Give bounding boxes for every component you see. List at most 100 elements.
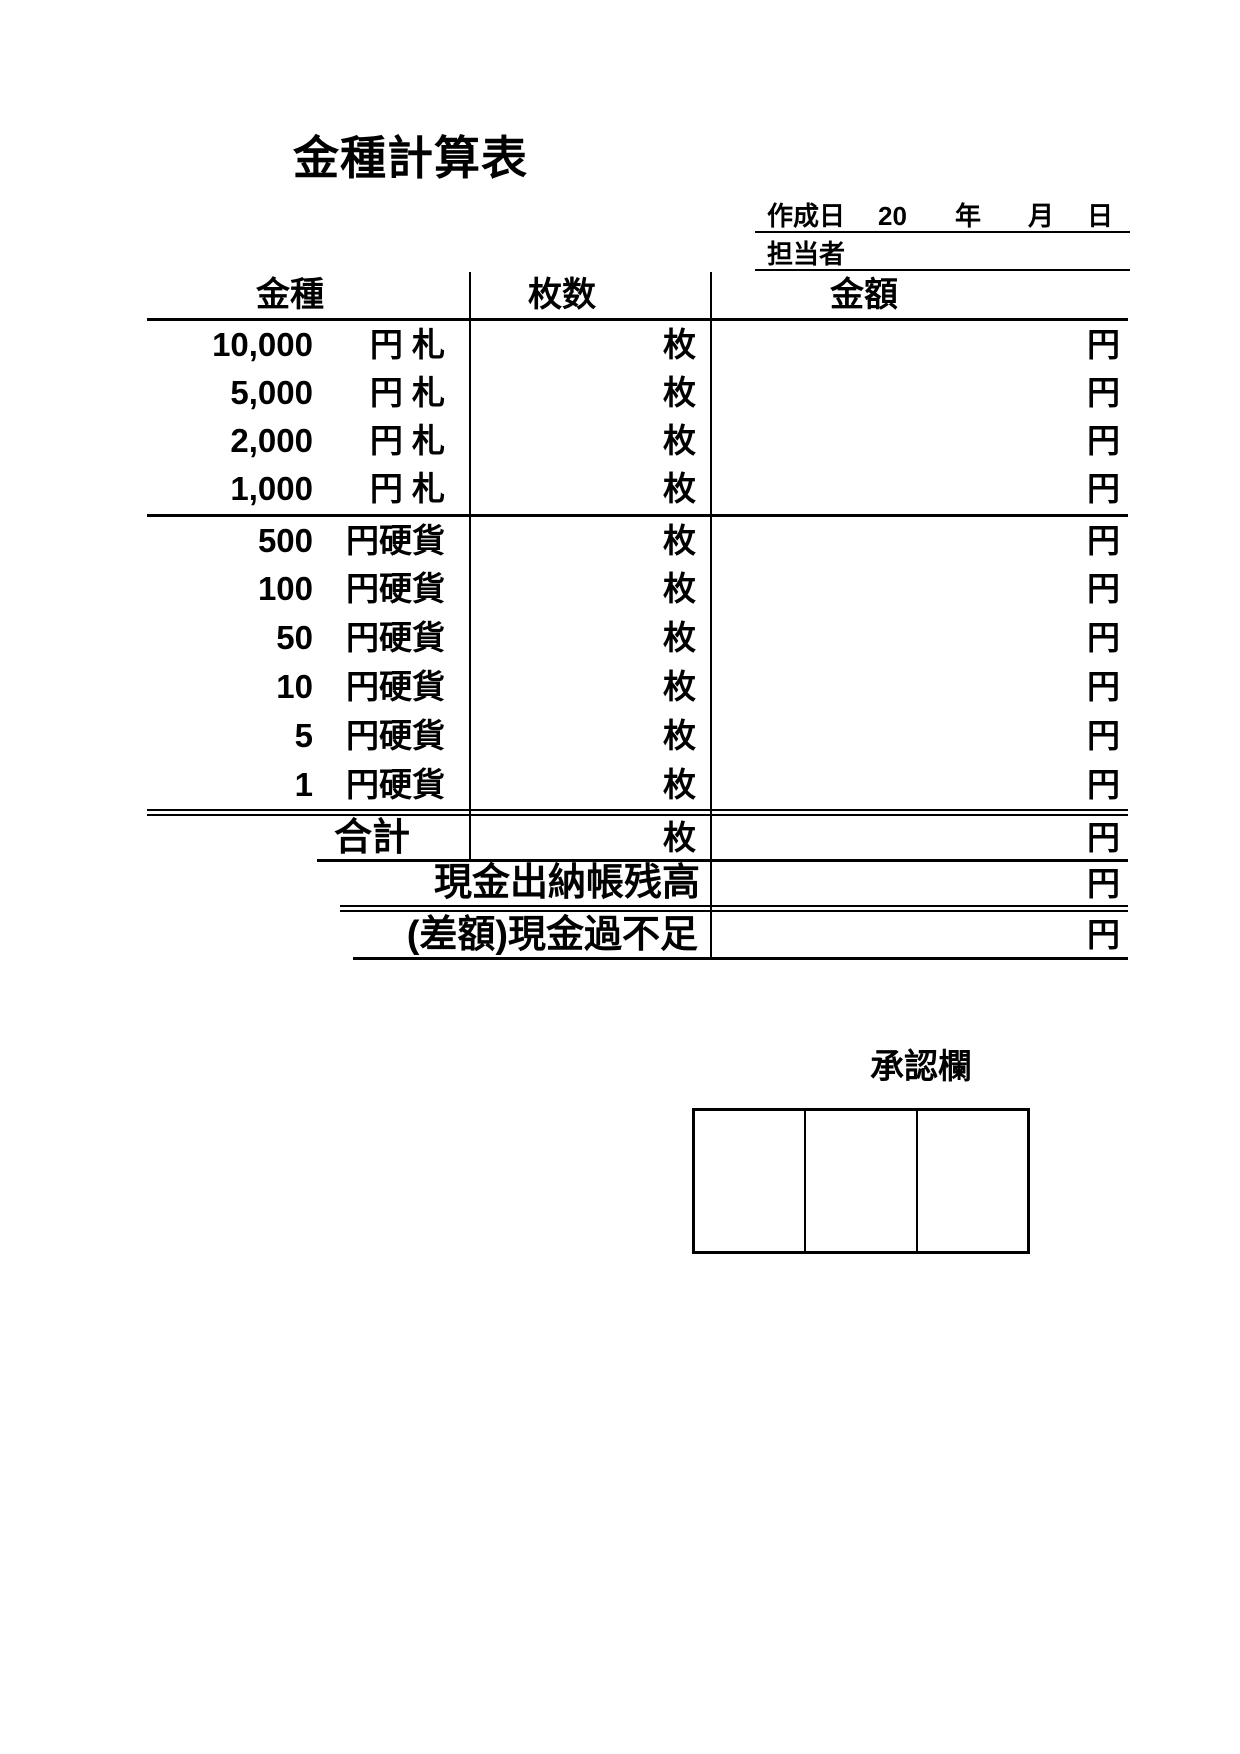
kind-count-divider: [469, 272, 471, 862]
yen-unit-label: 円: [1087, 422, 1120, 459]
denomination-value: 1: [294, 766, 313, 803]
created-date-label: 作成日: [767, 201, 846, 231]
count-unit-label: 枚: [663, 470, 696, 507]
difference-amount-cell[interactable]: 円: [711, 913, 1128, 957]
amount-input-cell[interactable]: 円: [711, 663, 1128, 711]
table-row-5000: 5,000 円 札 枚 円: [147, 369, 1128, 417]
table-row-5: 5 円硬貨 枚 円: [147, 712, 1128, 760]
balance-label: 現金出納帳残高: [433, 862, 700, 904]
count-unit-label: 枚: [663, 374, 696, 411]
column-header-count: 枚数: [528, 276, 596, 314]
denomination-unit: 円 札: [369, 326, 445, 363]
total-bottom-rule: [317, 859, 1128, 862]
count-input-cell[interactable]: 枚: [470, 517, 710, 565]
total-row: 合計 枚 円: [147, 816, 1128, 860]
page-title: 金種計算表: [293, 132, 528, 184]
count-unit-label: 枚: [663, 766, 696, 803]
yen-unit-label: 円: [1087, 766, 1120, 803]
denomination-value: 5,000: [230, 374, 313, 411]
count-unit-label: 枚: [663, 819, 696, 856]
count-input-cell[interactable]: 枚: [470, 465, 710, 513]
denomination-value: 10,000: [212, 326, 313, 363]
denomination-unit: 円硬貨: [346, 522, 445, 559]
table-row-100: 100 円硬貨 枚 円: [147, 565, 1128, 613]
denomination-unit: 円硬貨: [346, 717, 445, 754]
difference-bottom-rule: [353, 957, 1128, 960]
count-input-cell[interactable]: 枚: [470, 712, 710, 760]
amount-input-cell[interactable]: 円: [711, 417, 1128, 465]
approval-cell-3[interactable]: [918, 1111, 1027, 1251]
total-amount-cell[interactable]: 円: [711, 816, 1128, 860]
balance-double-rule-bottom: [340, 910, 1128, 912]
column-header-kind: 金種: [256, 276, 324, 314]
column-header-amount: 金額: [830, 276, 898, 314]
amount-input-cell[interactable]: 円: [711, 321, 1128, 369]
count-input-cell[interactable]: 枚: [470, 369, 710, 417]
denomination-value: 1,000: [230, 470, 313, 507]
denomination-value: 50: [276, 619, 313, 656]
table-row-50: 50 円硬貨 枚 円: [147, 614, 1128, 662]
count-input-cell[interactable]: 枚: [470, 417, 710, 465]
yen-unit-label: 円: [1087, 819, 1120, 856]
count-input-cell[interactable]: 枚: [470, 760, 710, 809]
amount-input-cell[interactable]: 円: [711, 760, 1128, 809]
approval-section-title: 承認欄: [870, 1048, 972, 1086]
yen-unit-label: 円: [1087, 717, 1120, 754]
bills-coins-separator: [147, 514, 1128, 517]
yen-unit-label: 円: [1087, 326, 1120, 363]
denomination-unit: 円 札: [369, 374, 445, 411]
amount-input-cell[interactable]: 円: [711, 465, 1128, 513]
table-row-1: 1 円硬貨 枚 円: [147, 760, 1128, 809]
denomination-value: 500: [257, 522, 313, 559]
count-input-cell[interactable]: 枚: [470, 663, 710, 711]
count-input-cell[interactable]: 枚: [470, 614, 710, 662]
denomination-unit: 円 札: [369, 422, 445, 459]
yen-unit-label: 円: [1087, 865, 1120, 902]
count-input-cell[interactable]: 枚: [470, 565, 710, 613]
count-unit-label: 枚: [663, 570, 696, 607]
count-unit-label: 枚: [663, 422, 696, 459]
denomination-unit: 円硬貨: [346, 766, 445, 803]
year-suffix-label: 年: [955, 201, 982, 231]
yen-unit-label: 円: [1087, 570, 1120, 607]
table-row-1000: 1,000 円 札 枚 円: [147, 465, 1128, 513]
difference-row: (差額)現金過不足 円: [147, 913, 1128, 957]
month-suffix-label: 月: [1028, 201, 1055, 231]
table-row-500: 500 円硬貨 枚 円: [147, 517, 1128, 565]
yen-unit-label: 円: [1087, 668, 1120, 705]
person-label: 担当者: [767, 239, 846, 269]
yen-unit-label: 円: [1087, 916, 1120, 953]
denomination-value: 2,000: [230, 422, 313, 459]
amount-input-cell[interactable]: 円: [711, 517, 1128, 565]
table-row-10000: 10,000 円 札 枚 円: [147, 321, 1128, 369]
total-label: 合計: [333, 817, 410, 859]
denomination-value: 5: [294, 717, 313, 754]
total-double-rule-top: [147, 809, 1128, 811]
count-input-cell[interactable]: 枚: [470, 321, 710, 369]
count-unit-label: 枚: [663, 522, 696, 559]
balance-row: 現金出納帳残高 円: [147, 862, 1128, 905]
approval-cell-2[interactable]: [806, 1111, 918, 1251]
denomination-unit: 円硬貨: [346, 619, 445, 656]
header-rule: [147, 318, 1128, 321]
approval-cell-1[interactable]: [695, 1111, 807, 1251]
denomination-unit: 円 札: [369, 470, 445, 507]
yen-unit-label: 円: [1087, 522, 1120, 559]
count-unit-label: 枚: [663, 326, 696, 363]
total-count-cell[interactable]: 枚: [470, 816, 710, 860]
balance-amount-cell[interactable]: 円: [711, 862, 1128, 905]
denomination-value: 100: [257, 570, 313, 607]
amount-input-cell[interactable]: 円: [711, 712, 1128, 760]
total-double-rule-bottom: [147, 814, 1128, 816]
created-date-row: 作成日 20 年 月 日: [0, 200, 1240, 232]
amount-input-cell[interactable]: 円: [711, 614, 1128, 662]
denomination-unit: 円硬貨: [346, 668, 445, 705]
approval-box: [692, 1108, 1030, 1254]
balance-double-rule-top: [340, 905, 1128, 907]
count-unit-label: 枚: [663, 717, 696, 754]
person-row: 担当者: [0, 238, 1240, 270]
amount-input-cell[interactable]: 円: [711, 565, 1128, 613]
denomination-value: 10: [276, 668, 313, 705]
amount-input-cell[interactable]: 円: [711, 369, 1128, 417]
